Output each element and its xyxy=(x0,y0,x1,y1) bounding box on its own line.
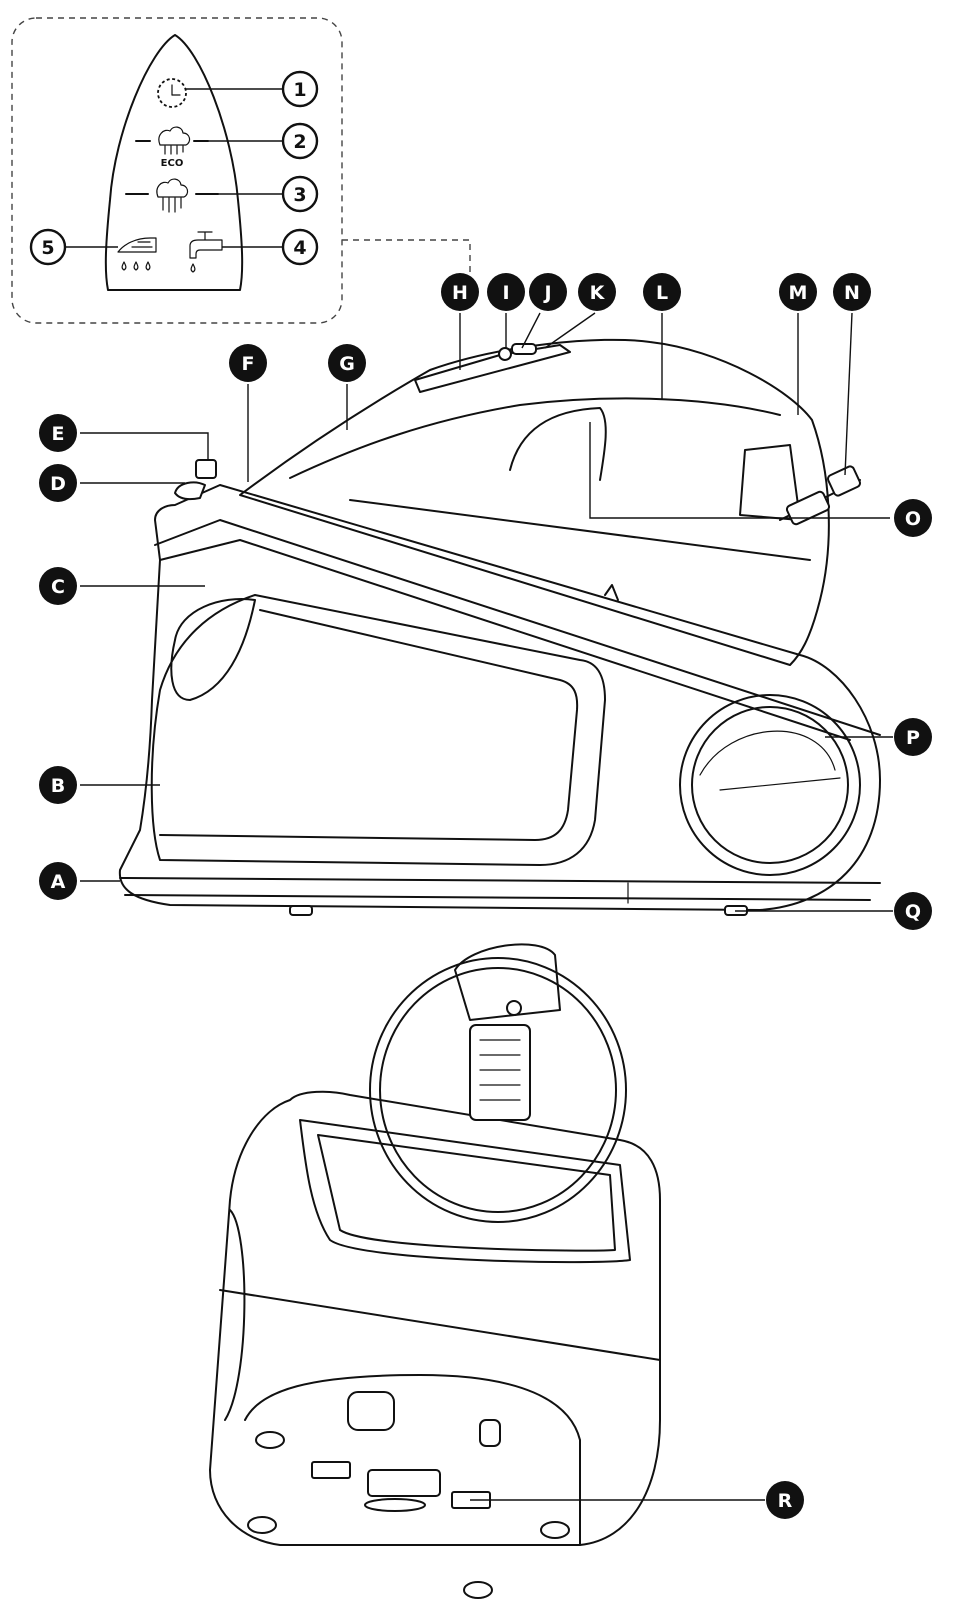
iron-descale-icon xyxy=(117,237,157,271)
steam-icon xyxy=(125,178,219,213)
label-m: M xyxy=(789,282,808,304)
label-4: 4 xyxy=(293,237,306,259)
label-l: L xyxy=(656,282,668,304)
iron-body xyxy=(239,338,830,666)
control-panel-inset: ECO xyxy=(11,17,471,324)
letter-badge: N xyxy=(833,273,871,311)
letter-badge: K xyxy=(578,273,616,311)
label-k: K xyxy=(590,282,606,304)
letter-badge: E xyxy=(39,414,77,452)
letter-badge: J xyxy=(529,273,567,311)
label-f: F xyxy=(242,353,255,375)
leader-lines xyxy=(80,312,893,1501)
letter-badge: P xyxy=(894,718,932,756)
label-g: G xyxy=(339,353,355,375)
letter-badge: G xyxy=(328,344,366,382)
eco-label: ECO xyxy=(161,158,184,169)
control-panel-outline xyxy=(104,34,244,291)
label-n: N xyxy=(844,282,860,304)
label-p: P xyxy=(906,727,920,749)
label-b: B xyxy=(51,775,65,797)
label-h: H xyxy=(452,282,468,304)
label-1: 1 xyxy=(293,79,306,101)
label-q: Q xyxy=(905,901,921,923)
letter-badge: A xyxy=(39,862,77,900)
letter-badge: D xyxy=(39,464,77,502)
number-badge: 2 xyxy=(281,122,319,160)
water-tank xyxy=(150,594,606,866)
letter-badge: L xyxy=(643,273,681,311)
label-c: C xyxy=(51,576,65,598)
letter-badge: M xyxy=(779,273,817,311)
letter-badge: R xyxy=(766,1481,804,1519)
bottom-view xyxy=(209,943,661,1599)
label-r: R xyxy=(778,1490,793,1512)
letter-badge: H xyxy=(441,273,479,311)
label-o: O xyxy=(905,508,921,530)
letter-badge: I xyxy=(487,273,525,311)
label-d: D xyxy=(50,473,66,495)
timer-icon xyxy=(157,78,187,108)
label-2: 2 xyxy=(293,131,306,153)
number-badge: 3 xyxy=(281,175,319,213)
letter-badge: C xyxy=(39,567,77,605)
label-e: E xyxy=(52,423,65,445)
label-5: 5 xyxy=(41,237,54,259)
letter-badge: O xyxy=(894,499,932,537)
eco-steam-icon: ECO xyxy=(135,126,209,169)
bottom-body xyxy=(209,1090,661,1546)
label-3: 3 xyxy=(293,184,306,206)
letter-badge: B xyxy=(39,766,77,804)
letter-badge: Q xyxy=(894,892,932,930)
base-outline xyxy=(118,484,881,911)
number-badge: 5 xyxy=(29,228,67,266)
label-j: J xyxy=(542,282,551,304)
label-i: I xyxy=(502,282,509,304)
number-badge: 4 xyxy=(281,228,319,266)
side-view xyxy=(118,338,881,916)
number-badge: 1 xyxy=(281,70,319,108)
label-a: A xyxy=(51,871,66,893)
water-tap-icon xyxy=(189,231,223,273)
letter-badge: F xyxy=(229,344,267,382)
